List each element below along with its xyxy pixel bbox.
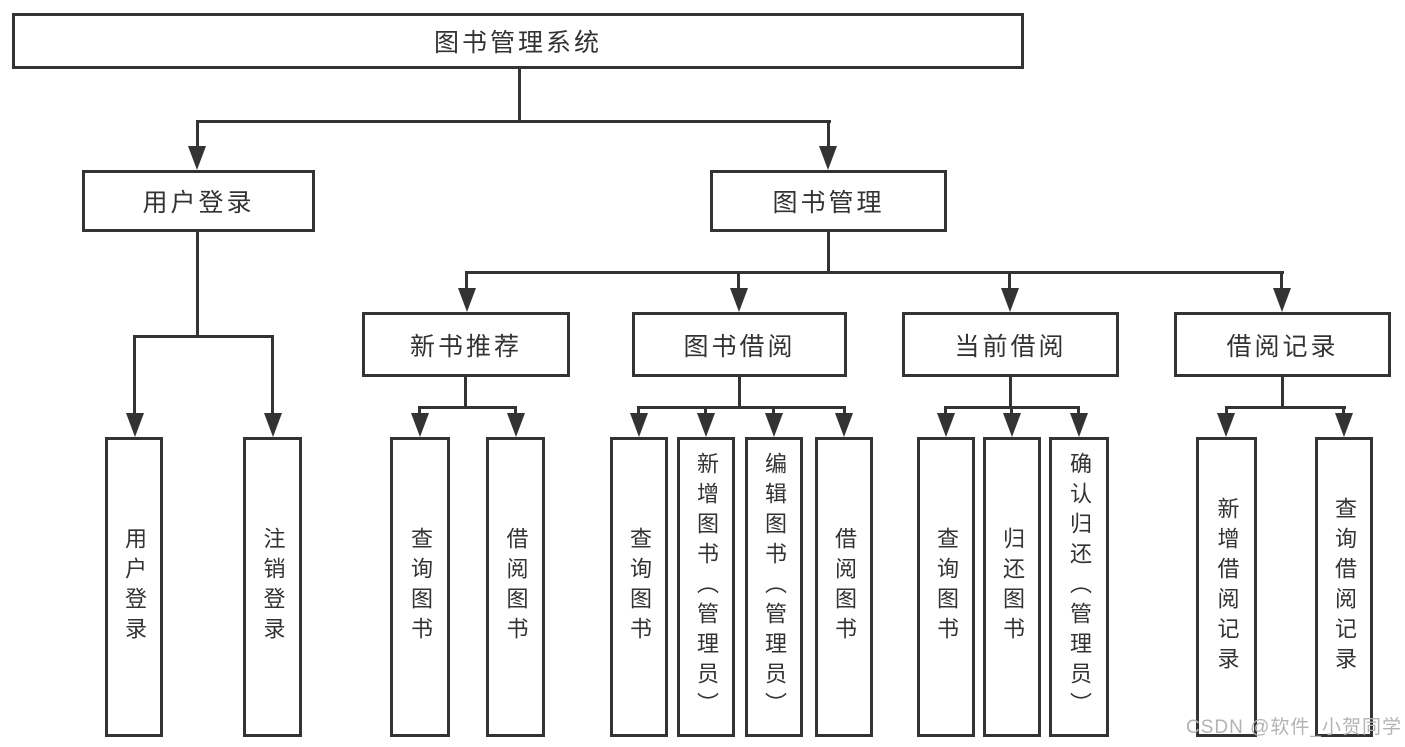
arrow-down-icon (1001, 288, 1019, 312)
node-label: 借阅图书 (832, 527, 857, 647)
connector-line (738, 377, 741, 407)
node-borrowing-records: 借阅记录 (1174, 312, 1391, 377)
leaf-edit-book-admin: 编辑图书（管理员） (745, 437, 803, 737)
node-current-borrowing: 当前借阅 (902, 312, 1119, 377)
arrow-down-icon (126, 413, 144, 437)
leaf-query-books-current: 查询图书 (917, 437, 975, 737)
arrow-down-icon (937, 413, 955, 437)
connector-line (133, 335, 136, 414)
arrow-down-icon (264, 413, 282, 437)
connector-line (1280, 271, 1283, 290)
node-user-login: 用户登录 (82, 170, 315, 232)
arrow-down-icon (835, 413, 853, 437)
leaf-user-login: 用户登录 (105, 437, 163, 737)
connector-line (737, 271, 740, 290)
node-library-system: 图书管理系统 (12, 13, 1024, 69)
node-label: 归还图书 (1000, 527, 1025, 647)
connector-line (704, 406, 707, 413)
connector-line (843, 406, 846, 413)
connector-line (1281, 377, 1284, 407)
connector-line (1225, 406, 1346, 409)
connector-line (514, 406, 517, 413)
connector-line (1008, 271, 1011, 290)
node-label: 确认归还（管理员） (1067, 452, 1092, 722)
connector-line (196, 120, 199, 148)
node-label: 当前借阅 (954, 332, 1067, 361)
leaf-query-books-recommend: 查询图书 (390, 437, 450, 737)
connector-line (827, 120, 830, 148)
node-label: 新书推荐 (409, 332, 522, 361)
connector-line (944, 406, 947, 413)
connector-line (637, 406, 846, 409)
connector-line (271, 335, 274, 414)
leaf-query-borrow-record: 查询借阅记录 (1315, 437, 1373, 737)
node-book-borrowing: 图书借阅 (632, 312, 847, 377)
arrow-down-icon (1070, 413, 1088, 437)
leaf-add-book-admin: 新增图书（管理员） (677, 437, 735, 737)
connector-line (196, 232, 199, 336)
arrow-down-icon (1335, 413, 1353, 437)
node-label: 图书管理 (772, 189, 885, 217)
connector-line (772, 406, 775, 413)
arrow-down-icon (507, 413, 525, 437)
node-label: 查询图书 (934, 527, 959, 647)
connector-line (465, 271, 1284, 274)
node-new-book-recommend: 新书推荐 (362, 312, 570, 377)
leaf-confirm-return-admin: 确认归还（管理员） (1049, 437, 1109, 737)
node-label: 图书借阅 (683, 332, 796, 361)
arrow-down-icon (697, 413, 715, 437)
arrow-down-icon (458, 288, 476, 312)
node-label: 用户登录 (122, 527, 147, 647)
node-label: 查询图书 (408, 527, 433, 647)
leaf-borrow-books-borrowing: 借阅图书 (815, 437, 873, 737)
connector-line (418, 406, 421, 413)
node-label: 新增借阅记录 (1214, 497, 1240, 677)
node-book-management: 图书管理 (710, 170, 947, 232)
connector-line (1225, 406, 1228, 413)
arrow-down-icon (730, 288, 748, 312)
connector-line (518, 69, 521, 121)
arrow-down-icon (630, 413, 648, 437)
node-label: 查询借阅记录 (1332, 497, 1357, 677)
arrow-down-icon (819, 146, 837, 170)
node-label: 编辑图书（管理员） (762, 452, 787, 722)
arrow-down-icon (1003, 413, 1021, 437)
leaf-query-books-borrowing: 查询图书 (610, 437, 668, 737)
csdn-watermark: CSDN @软件_小贺同学 (1186, 717, 1402, 738)
connector-line (1009, 377, 1012, 407)
connector-line (196, 120, 831, 123)
connector-line (1077, 406, 1080, 413)
arrow-down-icon (765, 413, 783, 437)
connector-line (1342, 406, 1345, 413)
arrow-down-icon (188, 146, 206, 170)
node-label: 借阅记录 (1226, 332, 1339, 361)
connector-line (133, 335, 274, 338)
node-label: 查询图书 (627, 527, 652, 647)
arrow-down-icon (1217, 413, 1235, 437)
connector-line (827, 232, 830, 273)
node-label: 用户登录 (142, 189, 255, 217)
leaf-borrow-books-recommend: 借阅图书 (486, 437, 545, 737)
connector-line (637, 406, 640, 413)
node-label: 注销登录 (260, 527, 286, 647)
leaf-return-books: 归还图书 (983, 437, 1041, 737)
leaf-add-borrow-record: 新增借阅记录 (1196, 437, 1257, 737)
node-label: 借阅图书 (503, 527, 529, 647)
connector-line (418, 406, 517, 409)
leaf-logout: 注销登录 (243, 437, 302, 737)
arrow-down-icon (411, 413, 429, 437)
connector-line (1010, 406, 1013, 413)
arrow-down-icon (1273, 288, 1291, 312)
connector-line (464, 377, 467, 407)
connector-line (465, 271, 468, 290)
node-label: 新增图书（管理员） (694, 452, 719, 722)
node-label: 图书管理系统 (433, 29, 602, 57)
